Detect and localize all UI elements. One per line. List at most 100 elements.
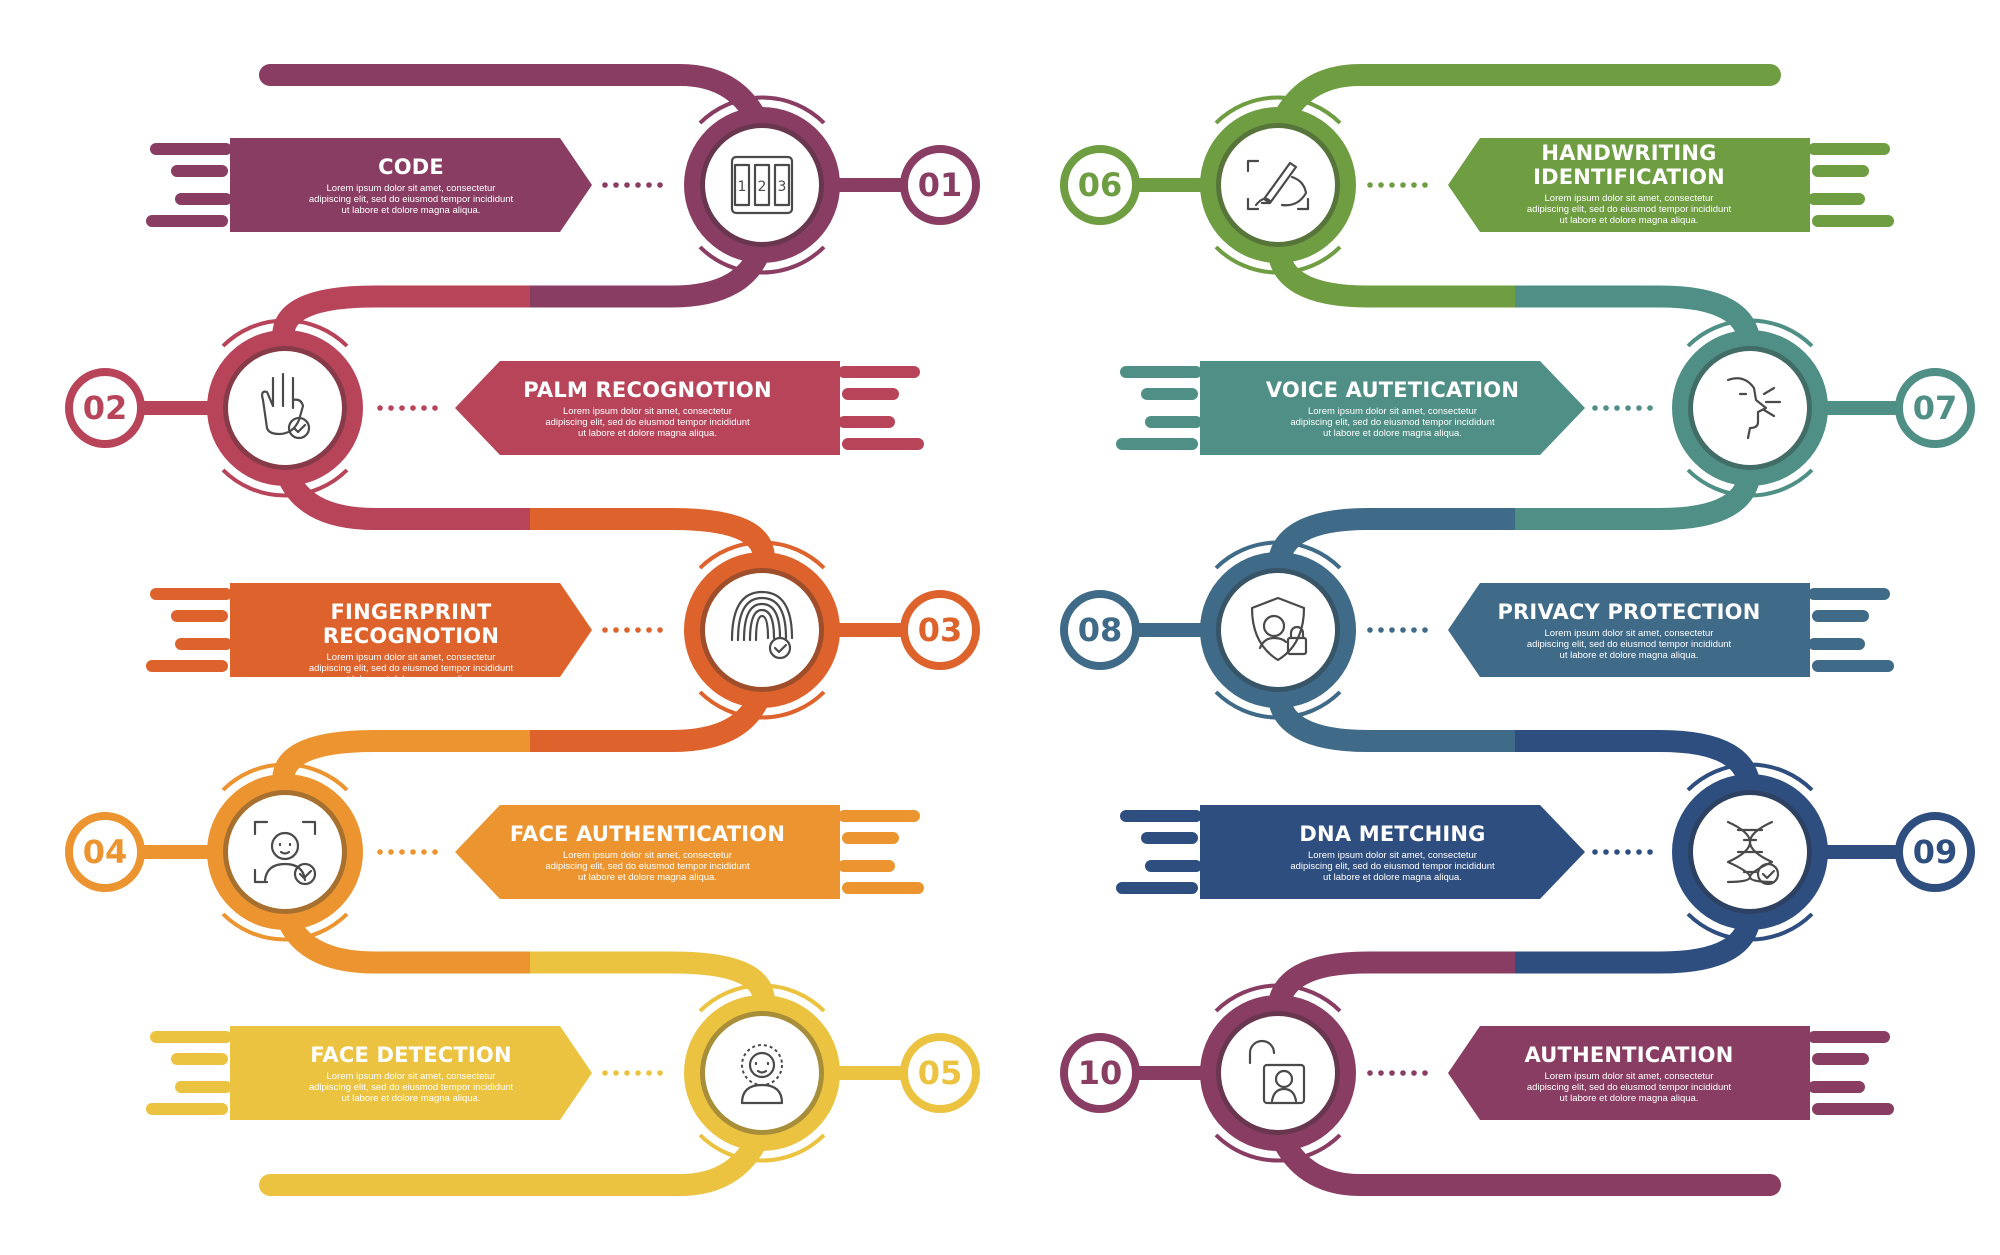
dotted-connector-dot bbox=[635, 182, 641, 188]
dotted-connector-dot bbox=[1614, 849, 1620, 855]
step-label: FINGERPRINT RECOGNOTION Lorem ipsum dolor… bbox=[250, 600, 572, 685]
step-circle-inner bbox=[1693, 351, 1807, 465]
step-number: 07 bbox=[1913, 389, 1958, 427]
step-03: 03 bbox=[146, 540, 980, 720]
step-description: Lorem ipsum dolor sit amet, consectetur … bbox=[308, 652, 514, 685]
dotted-connector-dot bbox=[1636, 405, 1642, 411]
step-05: 05 bbox=[146, 983, 980, 1163]
step-label: CODE Lorem ipsum dolor sit amet, consecte… bbox=[250, 155, 572, 216]
dotted-connector-dot bbox=[399, 405, 405, 411]
dotted-connector-dot bbox=[624, 627, 630, 633]
dotted-connector-dot bbox=[1378, 627, 1384, 633]
label-box bbox=[1448, 1026, 1810, 1120]
step-title: CODE bbox=[378, 155, 444, 179]
dotted-connector-dot bbox=[1367, 627, 1373, 633]
dotted-connector-dot bbox=[1625, 405, 1631, 411]
connector-track bbox=[1267, 64, 1781, 141]
dotted-connector-dot bbox=[624, 182, 630, 188]
step-number: 05 bbox=[918, 1054, 963, 1092]
dotted-connector-dot bbox=[432, 405, 438, 411]
connector-track bbox=[1267, 1119, 1781, 1196]
label-box bbox=[1448, 583, 1810, 677]
face-scan-icon bbox=[253, 820, 317, 886]
dotted-connector-dot bbox=[1647, 405, 1653, 411]
step-title: FACE DETECTION bbox=[310, 1043, 512, 1067]
decor-arc bbox=[221, 468, 349, 498]
dotted-connector-dot bbox=[1592, 405, 1598, 411]
step-number: 03 bbox=[918, 611, 963, 649]
dotted-connector-dot bbox=[613, 182, 619, 188]
dna-check-icon bbox=[1726, 820, 1780, 886]
voice-icon bbox=[1726, 377, 1782, 440]
decor-arc bbox=[1214, 540, 1342, 570]
dotted-connector-dot bbox=[613, 1070, 619, 1076]
unlock-user-icon bbox=[1248, 1039, 1306, 1105]
dotted-connector-dot bbox=[613, 627, 619, 633]
step-title: HANDWRITING IDENTIFICATION bbox=[1533, 141, 1725, 189]
dotted-connector-dot bbox=[1614, 405, 1620, 411]
dotted-connector-dot bbox=[646, 627, 652, 633]
step-description: Lorem ipsum dolor sit amet, consectetur … bbox=[545, 406, 750, 439]
decor-arc bbox=[698, 245, 826, 275]
step-number: 01 bbox=[918, 166, 963, 204]
step-title: PRIVACY PROTECTION bbox=[1497, 600, 1761, 624]
label-box bbox=[1200, 805, 1585, 899]
dotted-connector-dot bbox=[1389, 182, 1395, 188]
step-07: 07 bbox=[1116, 318, 1975, 498]
dotted-connector-dot bbox=[1389, 1070, 1395, 1076]
step-number-badge bbox=[900, 590, 980, 670]
dotted-connector-dot bbox=[1592, 849, 1598, 855]
step-04: 04 bbox=[65, 762, 924, 942]
step-number: 10 bbox=[1078, 1054, 1123, 1092]
decor-arc bbox=[1214, 245, 1342, 275]
dotted-connector-dot bbox=[635, 1070, 641, 1076]
label-box bbox=[1448, 138, 1810, 232]
step-number: 02 bbox=[83, 389, 128, 427]
dotted-connector-dot bbox=[602, 182, 608, 188]
dotted-connector-dot bbox=[1603, 405, 1609, 411]
step-title: AUTHENTICATION bbox=[1524, 1043, 1734, 1067]
dotted-connector-dot bbox=[624, 1070, 630, 1076]
shield-lock-icon bbox=[1250, 596, 1308, 662]
step-06: 06 bbox=[1060, 95, 1894, 275]
label-box bbox=[230, 583, 592, 677]
dotted-connector-dot bbox=[399, 849, 405, 855]
step-circle-inner bbox=[1221, 573, 1335, 687]
decor-arc bbox=[698, 540, 826, 570]
dotted-connector-dot bbox=[1400, 1070, 1406, 1076]
step-circle-inner bbox=[228, 795, 342, 909]
decor-arc bbox=[1686, 318, 1814, 348]
decor-arc bbox=[698, 1133, 826, 1163]
step-circle-inner bbox=[1221, 128, 1335, 242]
dotted-connector-dot bbox=[1400, 627, 1406, 633]
step-number-badge bbox=[1895, 368, 1975, 448]
svg-text:3: 3 bbox=[778, 179, 787, 195]
label-box bbox=[230, 138, 592, 232]
step-number: 08 bbox=[1078, 611, 1123, 649]
dotted-connector-dot bbox=[1411, 1070, 1417, 1076]
dotted-connector-dot bbox=[377, 405, 383, 411]
step-title: PALM RECOGNOTION bbox=[523, 378, 772, 402]
dotted-connector-dot bbox=[657, 1070, 663, 1076]
dotted-connector-dot bbox=[1378, 1070, 1384, 1076]
step-description: Lorem ipsum dolor sit amet, consectetur … bbox=[1526, 193, 1732, 226]
step-title: FINGERPRINT RECOGNOTION bbox=[322, 600, 500, 648]
step-circle-inner bbox=[705, 128, 819, 242]
dotted-connector-dot bbox=[1603, 849, 1609, 855]
label-box bbox=[230, 1026, 592, 1120]
dotted-connector-dot bbox=[1422, 1070, 1428, 1076]
step-description: Lorem ipsum dolor sit amet, consectetur … bbox=[308, 183, 514, 216]
step-circle-inner bbox=[705, 573, 819, 687]
step-number: 09 bbox=[1913, 833, 1958, 871]
step-description: Lorem ipsum dolor sit amet, consectetur … bbox=[1526, 628, 1732, 661]
step-description: Lorem ipsum dolor sit amet, consectetur … bbox=[545, 850, 750, 883]
dotted-connector-dot bbox=[1400, 182, 1406, 188]
step-number-badge bbox=[900, 1033, 980, 1113]
dotted-connector-dot bbox=[646, 1070, 652, 1076]
step-number-badge bbox=[1060, 590, 1140, 670]
dotted-connector-dot bbox=[635, 627, 641, 633]
